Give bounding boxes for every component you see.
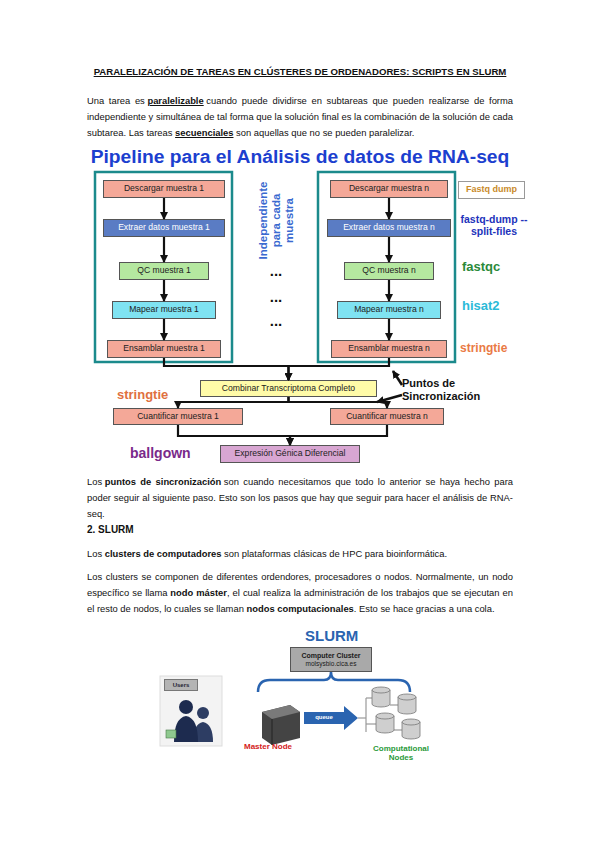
compute-node-icon [372,687,420,739]
group-frame [95,172,232,362]
flow-arrow [163,237,165,262]
flow-arrow [388,280,390,301]
tool-name: fastq-dump --split-files [450,213,538,237]
box-label: Computer Cluster [301,652,360,660]
terminal-icon [166,730,176,738]
section-heading: 2. SLURM [87,524,134,536]
page-title: PARALELIZACIÓN DE TAREAS EN CLÚSTERES DE… [87,66,513,77]
emphasis-text: nodo máster [170,587,227,598]
box-label: Extraer datos muestra 1 [118,223,210,232]
box-label: Descargar muestra n [349,184,429,193]
flow-arrow [163,319,165,340]
users-box: Users [164,679,198,691]
box-label: Fastq dump [466,185,517,195]
ellipsis: ... [261,312,291,329]
tool-name: fastqc [462,259,500,274]
process-box: Mapear muestra n [337,301,441,319]
cluster-brace [258,672,410,692]
sync-note: Puntos de Sincronización [402,377,500,402]
box-label: Cuantificar muestra n [346,412,428,421]
tool-name: stringtie [117,387,168,402]
master-server [262,705,300,719]
process-box: Cuantificar muestra 1 [113,408,243,425]
emphasis-text: nodos computacionales [247,603,354,614]
flow-arrow [388,198,390,219]
group-frame [318,172,455,362]
emphasis-text: puntos de sincronización [105,476,221,487]
flow-arrow [163,198,165,219]
box-label: Users [173,682,190,689]
process-box: Extraer datos muestra 1 [103,219,225,237]
user-icon [197,707,209,719]
process-box: Ensamblar muestra n [331,340,447,358]
paragraph: Lospuntos de sincronizaciónson cuando ne… [87,474,513,522]
users-panel [160,676,222,746]
process-box: Combinar Transcriptoma Completo [200,380,377,397]
tool-name: hisat2 [462,298,500,313]
tool-name: stringtie [460,341,507,355]
process-box: Extraer datos muestra n [327,219,451,237]
process-box: Cuantificar muestra n [330,408,444,425]
box-label: Extraer datos muestra n [343,223,435,232]
box-label: QC muestra 1 [137,266,191,275]
box-label: Descargar muestra 1 [124,184,204,193]
box-label: QC muestra n [362,266,416,275]
flow-arrow [164,358,289,380]
user-icon [174,716,198,742]
master-server [262,705,300,745]
process-box: QC muestra n [344,262,434,280]
process-box: Expresión Génica Diferencial [220,445,360,463]
box-label: Cuantificar muestra 1 [137,412,219,421]
pipeline-title: Pipeline para el Análisis de datos de RN… [90,145,510,169]
flow-arrow [290,425,387,445]
process-box: Descargar muestra n [330,180,448,198]
tool-box: Fastq dump [458,181,525,199]
box-label: Mapear muestra 1 [129,305,199,314]
box-label: molsysbio.cica.es [306,660,357,667]
box-label: Mapear muestra n [354,305,424,314]
paragraph: Una tarea esparalelizablecuando puede di… [87,93,513,141]
tool-name: ballgown [130,445,191,461]
flow-arrow [178,397,289,408]
cluster-box: Computer Clustermolsysbio.cica.es [290,647,372,672]
ellipsis: ... [261,288,291,305]
process-box: Mapear muestra 1 [112,301,216,319]
user-icon [179,700,193,714]
paragraph: Losclusters de computadoresson plataform… [87,546,513,562]
queue-arrow [304,706,358,730]
emphasis-text: secuenciales [175,127,233,138]
box-label: Expresión Génica Diferencial [235,449,346,458]
body-text: son plataformas clásicas de HPC para bio… [224,548,447,559]
emphasis-text: paralelizable [147,95,203,106]
body-text: Los [87,476,102,487]
flow-arrow [388,237,390,262]
box-label: Ensamblar muestra 1 [123,344,205,353]
flow-arrow [289,358,390,380]
flow-arrow [178,425,290,445]
vertical-note: Independiente para cada muestra [257,179,296,261]
ellipsis: ... [261,262,291,279]
flow-arrow [289,397,388,408]
diagram-heading: SLURM [305,627,358,644]
box-label: Combinar Transcriptoma Completo [222,384,355,393]
queue-label: queue [304,714,344,721]
leader-arrow [393,371,402,385]
emphasis-text: clusters de computadores [105,548,222,559]
body-text: Los [87,548,102,559]
master-server [272,719,273,745]
part-name: Computational Nodes [366,744,436,762]
flow-arrow [388,319,390,340]
body-text: . Esto se hace gracias a una cola. [354,603,495,614]
body-text: son aquellas que no se pueden paraleliza… [236,127,414,138]
part-name: Master Node [244,742,292,751]
paragraph: Los clusters se componen de diferentes o… [87,569,513,617]
leader-arrow [377,395,402,402]
process-box: Descargar muestra 1 [103,180,225,198]
body-text: Una tarea es [87,95,145,106]
process-box: Ensamblar muestra 1 [107,340,221,358]
flow-arrow [163,280,165,301]
box-label: Ensamblar muestra n [348,344,430,353]
process-box: QC muestra 1 [119,262,209,280]
